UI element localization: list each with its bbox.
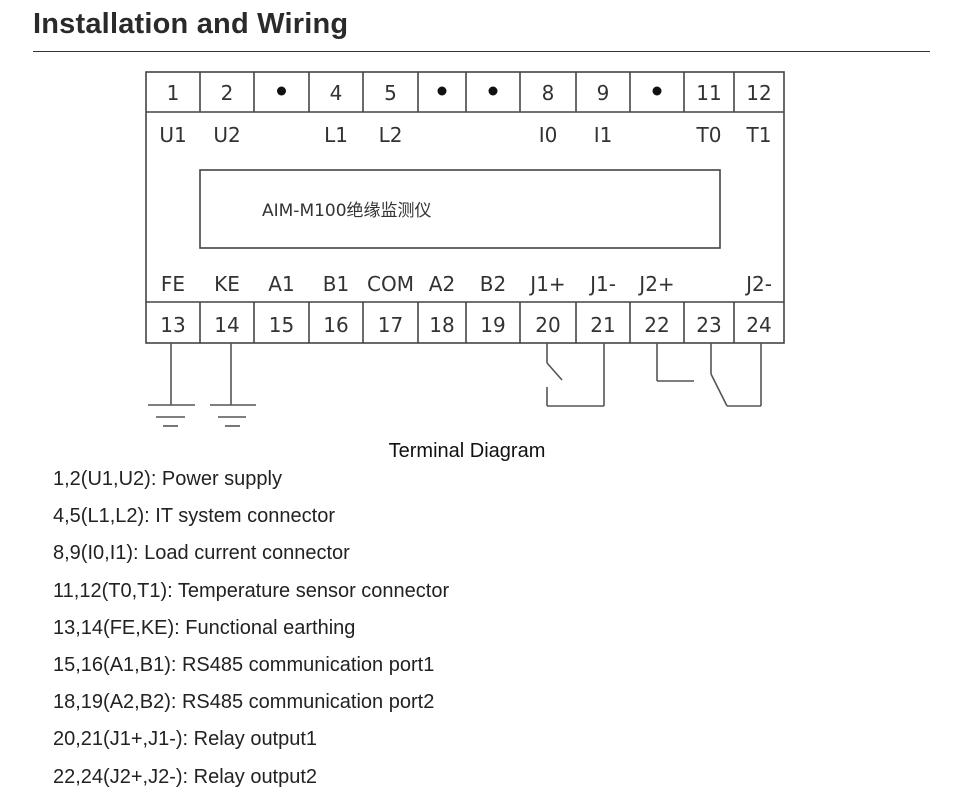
- device-label-panel: [199, 169, 721, 249]
- terminal-number: 4: [330, 81, 343, 105]
- terminal-signal-label: U1: [159, 123, 186, 147]
- terminal-signal-label: L2: [379, 123, 403, 147]
- unused-terminal-dot-icon: [437, 86, 447, 96]
- terminal-signal-label: J1+: [528, 272, 565, 296]
- terminal-number: 19: [480, 313, 505, 337]
- legend-item-temperature-sensor: 11,12(T0,T1): Temperature sensor connect…: [53, 579, 450, 602]
- terminal-signal-label: I1: [594, 123, 613, 147]
- terminal-signal-label: COM: [367, 272, 414, 296]
- terminal-signal-label: KE: [214, 272, 240, 296]
- title-divider: [33, 51, 930, 52]
- terminal-signal-label: T0: [696, 123, 722, 147]
- terminal-number: 1: [167, 81, 180, 105]
- legend-item-load-current: 8,9(I0,I1): Load current connector: [53, 542, 350, 565]
- terminal-signal-label: J1-: [588, 272, 616, 296]
- terminal-signal-label: B1: [323, 272, 349, 296]
- terminal-signal-label: A1: [268, 272, 294, 296]
- ground-symbol-fe: [148, 343, 195, 427]
- terminal-number: 14: [214, 313, 239, 337]
- device-model-label: AIM-M100绝缘监测仪: [262, 201, 432, 221]
- unused-terminal-dot-icon: [652, 86, 662, 96]
- terminal-number: 12: [746, 81, 771, 105]
- terminal-number: 5: [384, 81, 397, 105]
- terminal-signal-label: T1: [746, 123, 772, 147]
- terminal-number: 11: [696, 81, 721, 105]
- legend-item-functional-earthing: 13,14(FE,KE): Functional earthing: [53, 616, 356, 639]
- legend-item-relay-output2: 22,24(J2+,J2-): Relay output2: [53, 765, 318, 788]
- terminal-number: 8: [542, 81, 555, 105]
- legend-item-rs485-port2: 18,19(A2,B2): RS485 communication port2: [53, 691, 435, 714]
- device-outline: [145, 71, 785, 344]
- terminal-signal-label: FE: [161, 272, 185, 296]
- terminal-signal-label: I0: [539, 123, 558, 147]
- terminal-number: 18: [429, 313, 454, 337]
- terminal-signal-label: J2+: [637, 272, 674, 296]
- terminal-number: 22: [644, 313, 669, 337]
- unused-terminal-dot-icon: [488, 86, 498, 96]
- terminal-signal-label: A2: [429, 272, 455, 296]
- terminal-number: 23: [696, 313, 721, 337]
- terminal-number: 21: [590, 313, 615, 337]
- terminal-number: 2: [221, 81, 234, 105]
- terminal-number: 24: [746, 313, 771, 337]
- legend-item-relay-output1: 20,21(J1+,J1-): Relay output1: [53, 728, 318, 751]
- legend-item-it-system: 4,5(L1,L2): IT system connector: [53, 505, 335, 528]
- terminal-signal-label: L1: [324, 123, 348, 147]
- relay-output1-contact: [546, 343, 605, 407]
- terminal-number: 13: [160, 313, 185, 337]
- terminal-number: 17: [378, 313, 403, 337]
- terminal-number: 15: [269, 313, 294, 337]
- terminal-number: 20: [535, 313, 560, 337]
- terminal-signal-label: B2: [480, 272, 506, 296]
- relay-output2-contact: [656, 343, 762, 407]
- legend-item-power-supply: 1,2(U1,U2): Power supply: [53, 468, 282, 490]
- page-title: Installation and Wiring: [33, 8, 349, 40]
- terminal-legend: 1,2(U1,U2): Power supply 4,5(L1,L2): IT …: [53, 465, 449, 800]
- diagram-caption: Terminal Diagram: [388, 440, 546, 462]
- terminal-signal-label: J2-: [744, 272, 772, 296]
- terminal-signal-label: U2: [213, 123, 240, 147]
- ground-symbol-ke: [210, 343, 256, 427]
- terminal-number: 16: [323, 313, 348, 337]
- legend-item-rs485-port1: 15,16(A1,B1): RS485 communication port1: [53, 653, 435, 676]
- unused-terminal-dot-icon: [277, 86, 286, 96]
- terminal-number: 9: [597, 81, 610, 105]
